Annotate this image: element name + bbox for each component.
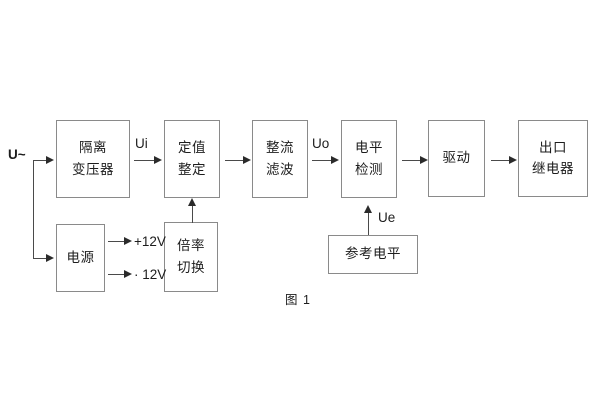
arrow-drive-to-output-relay [509,155,517,164]
figure-caption: 图 1 [285,293,311,307]
input-source-label: U~ [8,147,26,162]
rail-label-minus-12v: · 12V [134,267,167,282]
block-level-detection[interactable]: 电平 检测 [341,120,397,198]
wire-setting-to-rectifier [225,160,245,161]
block-power-supply[interactable]: 电源 [56,224,105,292]
wire-multiplier-to-setting [192,205,193,223]
arrow-input-to-isolation-transformer [46,155,54,164]
arrow-level-to-drive [420,155,428,164]
block-reference-level[interactable]: 参考电平 [328,235,418,274]
block-drive-line-1: 驱动 [442,150,471,166]
wire-rectifier-to-level [312,160,334,161]
rail-label-plus-12v: +12V [134,234,166,249]
wire-level-to-drive [402,160,422,161]
block-level-detection-line-1: 电平 [355,140,383,156]
wire-reference-to-level [368,212,369,235]
input-wire-bottom-stub [33,258,47,259]
arrow-isolation-to-setting [154,155,162,164]
block-multiplier-switch[interactable]: 倍率 切换 [164,222,218,292]
block-rectifier-filter-line-1: 整流 [266,140,294,156]
wire-power-supply-negative-rail [108,274,126,275]
block-isolation-transformer[interactable]: 隔离 变压器 [56,120,130,198]
wire-power-supply-positive-rail [108,241,126,242]
block-level-detection-line-2: 检测 [355,161,383,177]
arrow-power-supply-negative-rail [124,269,132,278]
signal-label-ue: Ue [378,210,396,225]
wire-isolation-to-setting [134,160,156,161]
arrow-setting-to-rectifier [243,155,251,164]
block-setting-value-line-1: 定值 [178,140,206,156]
input-wire-top-stub [33,160,47,161]
block-reference-level-line-1: 参考电平 [345,246,401,262]
block-power-supply-line-1: 电源 [66,249,95,265]
arrow-reference-to-level [363,205,372,213]
block-output-relay[interactable]: 出口 继电器 [518,120,588,197]
arrow-multiplier-to-setting [187,198,196,206]
block-isolation-transformer-line-1: 隔离 [79,140,107,156]
arrow-rectifier-to-level [331,155,339,164]
signal-label-ui: Ui [135,136,148,151]
arrow-power-supply-positive-rail [124,236,132,245]
arrow-input-to-power-supply [46,253,54,262]
wire-drive-to-output-relay [491,160,511,161]
block-setting-value[interactable]: 定值 整定 [164,120,220,198]
block-output-relay-line-1: 出口 [539,139,567,155]
block-drive[interactable]: 驱动 [428,120,485,197]
signal-label-uo: Uo [312,136,330,151]
block-multiplier-switch-line-1: 倍率 [177,238,205,254]
input-wire-vertical-trunk [33,160,34,259]
block-output-relay-line-2: 继电器 [532,161,574,176]
block-setting-value-line-2: 整定 [178,161,206,177]
block-rectifier-filter-line-2: 滤波 [266,161,294,177]
block-multiplier-switch-line-2: 切换 [177,259,205,275]
block-rectifier-filter[interactable]: 整流 滤波 [252,120,308,198]
block-isolation-transformer-line-2: 变压器 [72,161,114,177]
